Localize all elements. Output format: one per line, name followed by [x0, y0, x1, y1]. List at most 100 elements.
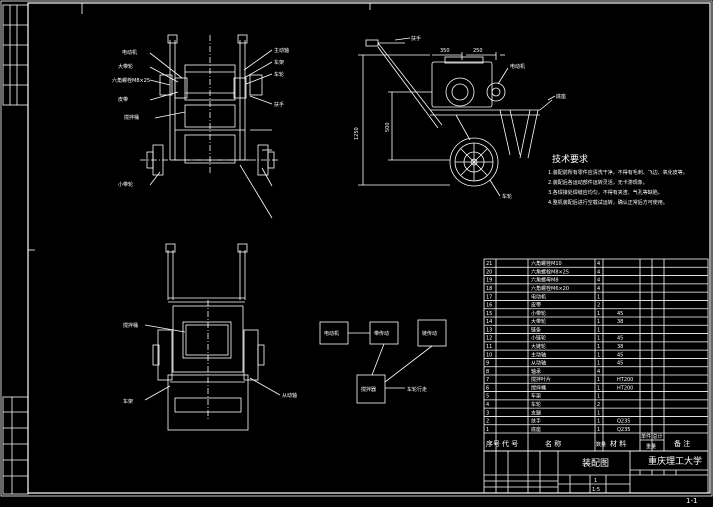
parts-cell-qty: 1: [597, 394, 600, 400]
parts-cell-no: 11: [486, 344, 492, 350]
parts-cell-qty: 4: [597, 278, 600, 284]
parts-cell-mat: Q235: [617, 419, 630, 425]
parts-cell-qty: 4: [597, 286, 600, 292]
parts-cell-name: 大链轮: [531, 343, 546, 350]
parts-cell-no: 19: [486, 278, 492, 284]
parts-list-grid: [483, 258, 709, 452]
side-label-4: 车轮: [502, 193, 512, 200]
parts-cell-name: 车轮: [531, 401, 541, 408]
front-label-1: 电动机: [122, 49, 137, 56]
flow-label-2: 带传动: [374, 330, 389, 337]
parts-cell-qty: 1: [597, 336, 600, 342]
tech-requirements: 技术要求 1.装配前所有零件应清洗干净，不得有毛刺、飞边、氧化皮等。 2.装配后…: [548, 153, 688, 206]
hdr-weight-sub: 重量: [646, 443, 656, 450]
left-bottom-strip: [2, 396, 29, 495]
parts-cell-no: 5: [486, 394, 489, 400]
parts-cell-mat: 45: [617, 352, 623, 358]
parts-cell-qty: 4: [597, 269, 600, 275]
side-label-2: 电动机: [510, 63, 525, 70]
parts-cell-mat: 45: [617, 361, 623, 367]
school-name: 重庆理工大学: [648, 455, 702, 467]
dim-height: 1250: [354, 127, 360, 140]
parts-cell-name: 支腿: [531, 409, 541, 416]
parts-cell-qty: 2: [597, 303, 600, 309]
parts-cell-qty: 1: [597, 427, 600, 433]
qty-value: 1: [594, 478, 597, 484]
parts-cell-mat: HT200: [617, 377, 633, 383]
parts-cell-name: 皮带: [531, 302, 541, 309]
front-label-3: 六角螺栓M8×25: [112, 77, 150, 84]
parts-cell-no: 14: [486, 319, 492, 325]
parts-cell-name: 电动机: [531, 293, 546, 300]
parts-cell-no: 4: [486, 402, 489, 408]
parts-cell-name: 扶手: [531, 418, 541, 425]
hdr-code: 代 号: [502, 439, 518, 448]
tech-note-2: 2.装配后各运动部件运转灵活，无卡滞现象。: [548, 179, 648, 186]
parts-cell-qty: 1: [597, 319, 600, 325]
tech-title: 技术要求: [552, 153, 588, 165]
top-view-labels: 搅拌桶 车架 从动轴: [123, 322, 297, 405]
parts-cell-qty: 1: [597, 311, 600, 317]
front-label-5: 搅拌桶: [124, 114, 139, 121]
parts-cell-no: 3: [486, 410, 489, 416]
top-label-1: 搅拌桶: [123, 322, 138, 329]
side-label-3: 底座: [556, 93, 566, 100]
parts-cell-name: 六角螺栓M8×25: [531, 268, 569, 275]
parts-cell-mat: HT200: [617, 385, 633, 391]
parts-cell-name: 搅拌桶: [531, 384, 546, 391]
dim-width-b: 250: [473, 48, 483, 54]
parts-cell-no: 18: [486, 286, 492, 292]
parts-cell-qty: 1: [597, 385, 600, 391]
parts-cell-mat: 38: [617, 344, 623, 350]
flow-label-4: 搅拌器: [361, 386, 376, 393]
parts-cell-qty: 1: [597, 344, 600, 350]
top-view: [144, 243, 281, 431]
parts-cell-name: 六角螺栓M6×20: [531, 285, 569, 292]
hdr-name: 名 称: [545, 439, 561, 448]
side-view-labels: 扶手 电动机 底座 车轮 1250 500 350 250: [354, 35, 566, 200]
parts-cell-qty: 1: [597, 377, 600, 383]
title-block-grid: [483, 450, 709, 494]
flow-label-3: 链传动: [422, 330, 437, 337]
sheet-number: 1-1: [686, 497, 697, 505]
parts-cell-mat: 45: [617, 311, 623, 317]
parts-cell-name: 大带轮: [531, 318, 546, 325]
front-label-2: 大带轮: [118, 63, 133, 70]
parts-cell-no: 21: [486, 261, 492, 267]
flow-diagram: [319, 319, 447, 404]
side-label-1: 扶手: [411, 35, 421, 42]
drawing-name: 装配图: [582, 457, 609, 469]
front-label-6: 小带轮: [118, 181, 133, 188]
tech-note-3: 3.各焊接处焊缝应均匀，不得有夹渣、气孔等缺陷。: [548, 189, 663, 196]
parts-cell-name: 从动轴: [531, 360, 546, 367]
parts-cell-name: 轴承: [531, 368, 541, 375]
parts-cell-no: 6: [486, 385, 489, 391]
parts-cell-no: 16: [486, 303, 492, 309]
parts-list-header: 序号 代 号 名 称 数量 材 料 单件 总计 重量 备 注: [486, 433, 690, 450]
parts-cell-mat: Q235: [617, 427, 630, 433]
parts-cell-no: 12: [486, 336, 492, 342]
flow-labels: 电动机 带传动 链传动 搅拌器 车轮行走: [324, 330, 437, 393]
hdr-note: 备 注: [674, 439, 690, 448]
parts-cell-name: 底座: [531, 426, 541, 433]
parts-cell-mat: 45: [617, 336, 623, 342]
parts-cell-qty: 1: [597, 294, 600, 300]
hdr-mat: 材 料: [610, 439, 626, 448]
parts-cell-no: 10: [486, 352, 492, 358]
top-label-3: 从动轴: [282, 392, 297, 399]
parts-cell-no: 15: [486, 311, 492, 317]
parts-cell-name: 车架: [531, 393, 541, 400]
front-label-8: 车架: [274, 59, 284, 66]
parts-cell-qty: 1: [597, 327, 600, 333]
parts-cell-name: 小带轮: [531, 310, 546, 317]
parts-cell-qty: 1: [597, 419, 600, 425]
parts-cell-qty: 2: [597, 402, 600, 408]
parts-cell-qty: 1: [597, 352, 600, 358]
hdr-weight: 单件 总计: [641, 433, 663, 440]
parts-cell-no: 1: [486, 427, 489, 433]
parts-cell-qty: 1: [597, 361, 600, 367]
parts-cell-no: 8: [486, 369, 489, 375]
front-label-9: 车轮: [274, 71, 284, 78]
